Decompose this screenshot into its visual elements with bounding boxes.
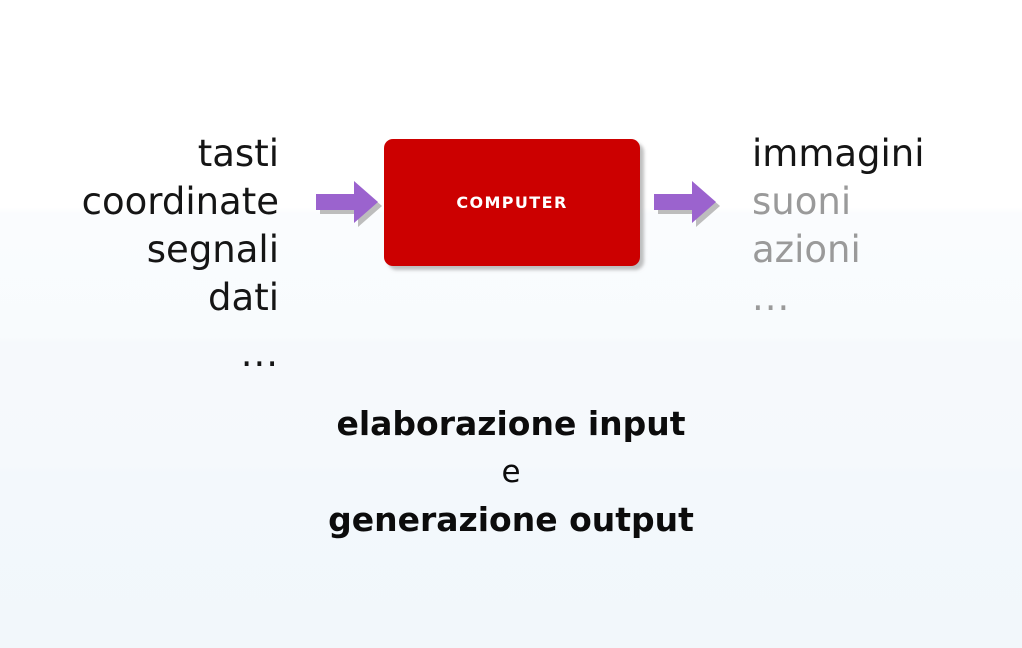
input-item-coordinate: coordinate xyxy=(81,180,279,223)
input-item-tasti: tasti xyxy=(197,132,279,175)
computer-box: COMPUTER xyxy=(384,139,640,266)
output-item-immagini: immagini xyxy=(752,132,925,175)
caption-line-elaborazione-input: elaborazione input xyxy=(336,404,686,443)
arrow-output-body xyxy=(654,181,716,223)
output-item-suoni: suoni xyxy=(752,180,852,223)
input-item-dati: dati xyxy=(208,276,279,319)
input-item-ellipsis: ... xyxy=(240,332,279,375)
input-label-group: tasti coordinate segnali dati ... xyxy=(0,130,279,378)
output-item-azioni: azioni xyxy=(752,228,861,271)
caption-line-e: e xyxy=(501,454,521,490)
caption-line-generazione-output: generazione output xyxy=(328,500,694,539)
computer-box-label: COMPUTER xyxy=(456,193,568,212)
arrow-right-input xyxy=(312,176,384,228)
input-item-segnali: segnali xyxy=(146,228,279,271)
arrow-right-output xyxy=(650,176,722,228)
output-item-ellipsis: ... xyxy=(752,276,791,319)
caption-block: elaborazione input e generazione output xyxy=(0,400,1022,544)
arrow-input-body xyxy=(316,181,378,223)
output-label-group: immagini suoni azioni ... xyxy=(752,130,1022,322)
